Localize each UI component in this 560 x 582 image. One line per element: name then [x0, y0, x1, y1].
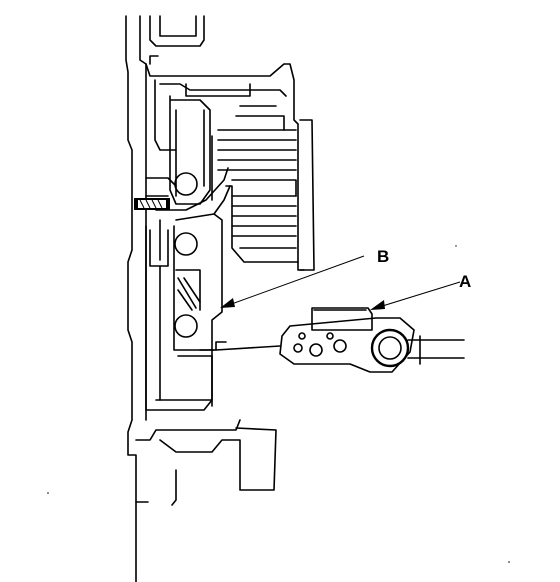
leader-line-a [370, 281, 461, 310]
callout-label-b: B [377, 247, 389, 266]
piston-assembly [145, 95, 231, 261]
clutch-pack [211, 105, 299, 263]
pressure-gauge-fitting [215, 307, 465, 373]
seal-ring [134, 198, 170, 210]
callout-label-a: A [459, 272, 471, 291]
transmission-housing [125, 15, 315, 582]
valve-body [145, 213, 227, 411]
leader-line-b [220, 255, 365, 308]
